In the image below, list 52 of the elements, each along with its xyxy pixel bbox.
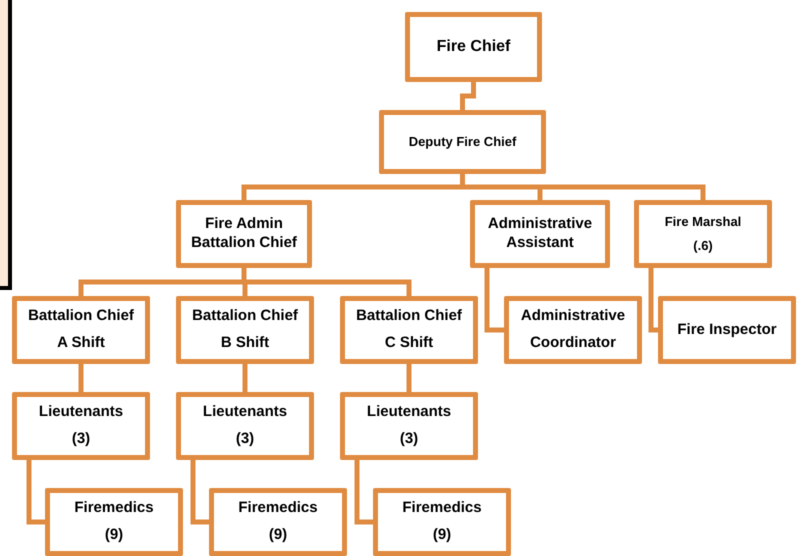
position-box xyxy=(176,296,314,364)
position-title: Fire Chief xyxy=(436,37,510,57)
position-box xyxy=(504,296,642,364)
position-title: (9) xyxy=(104,526,124,545)
position-title: C Shift xyxy=(384,334,434,353)
position-title: Lieutenants xyxy=(202,403,288,422)
connector-line xyxy=(26,460,45,524)
position-box xyxy=(634,200,772,268)
position-title: (3) xyxy=(400,430,418,449)
position-title: Administrative xyxy=(520,307,626,326)
connector-line xyxy=(242,364,248,392)
position-title: Administrative Assistant xyxy=(486,215,594,253)
position-title: Deputy Fire Chief xyxy=(408,134,516,150)
connector-line xyxy=(648,268,658,332)
position-title: B Shift xyxy=(220,334,270,353)
position-box xyxy=(12,392,150,460)
position-box xyxy=(340,296,478,364)
position-box xyxy=(209,488,347,556)
position-box xyxy=(373,488,511,556)
position-box xyxy=(45,488,183,556)
connector-line xyxy=(190,460,209,524)
position-title: Firemedics xyxy=(238,499,318,518)
connector-line xyxy=(354,460,373,524)
position-title: Fire Admin Battalion Chief xyxy=(190,215,298,253)
position-title: A Shift xyxy=(57,334,105,353)
position-title: Fire Marshal xyxy=(664,214,742,230)
position-title: Battalion Chief xyxy=(28,307,134,326)
position-title: Firemedics xyxy=(74,499,154,518)
position-title: Lieutenants xyxy=(38,403,124,422)
position-title: Lieutenants xyxy=(366,403,452,422)
position-box xyxy=(470,200,610,268)
connector-line xyxy=(460,82,476,110)
position-box xyxy=(405,12,542,82)
position-box xyxy=(12,296,150,364)
position-title: (3) xyxy=(72,430,90,449)
position-box xyxy=(340,392,478,460)
position-box xyxy=(379,110,546,174)
position-box xyxy=(658,296,796,364)
position-title: (9) xyxy=(432,526,452,545)
position-title: Battalion Chief xyxy=(356,307,462,326)
position-title: Fire Inspector xyxy=(677,320,777,340)
connector-line xyxy=(484,268,504,332)
connector-line xyxy=(406,364,412,392)
connector-line xyxy=(78,364,84,392)
position-box xyxy=(176,392,314,460)
position-box xyxy=(176,200,312,268)
position-title: Firemedics xyxy=(402,499,482,518)
position-title: (9) xyxy=(268,526,288,545)
position-title: (3) xyxy=(236,430,254,449)
position-title: (.6) xyxy=(693,238,713,254)
position-title: Battalion Chief xyxy=(192,307,298,326)
position-title: Coordinator xyxy=(530,334,616,353)
